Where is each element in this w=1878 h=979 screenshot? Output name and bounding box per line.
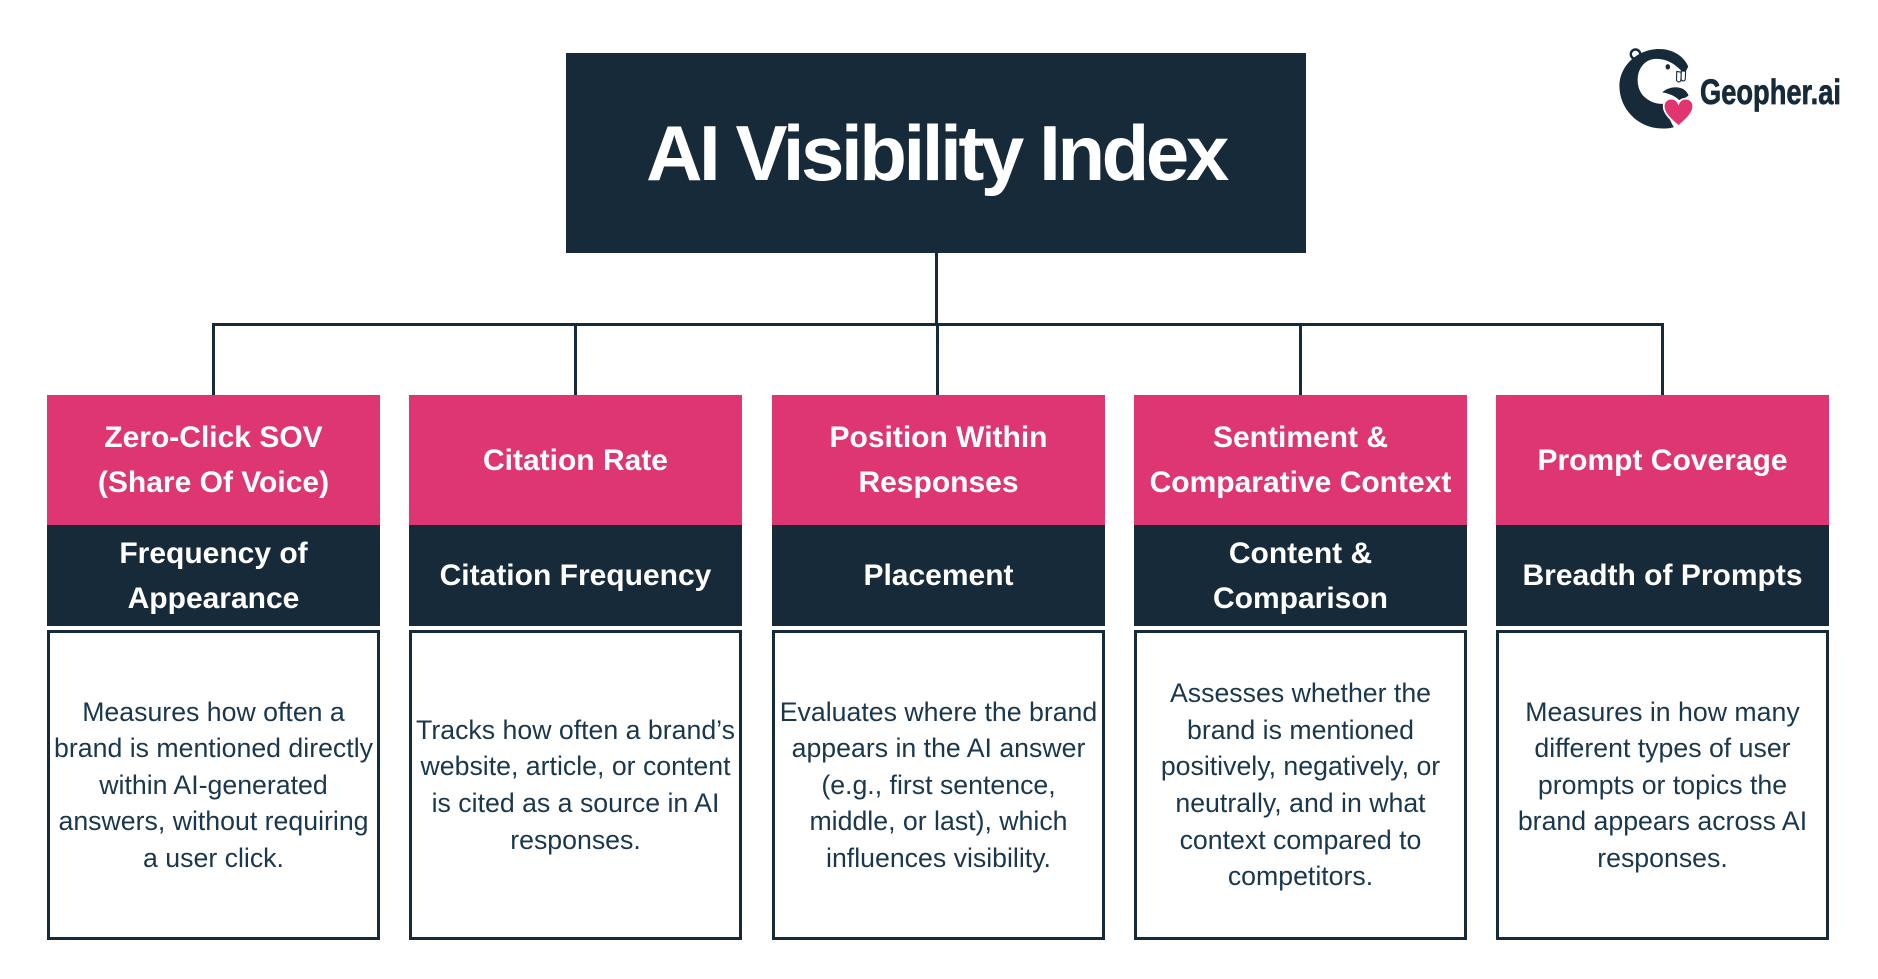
svg-text:Geopher.ai: Geopher.ai — [1700, 73, 1841, 112]
